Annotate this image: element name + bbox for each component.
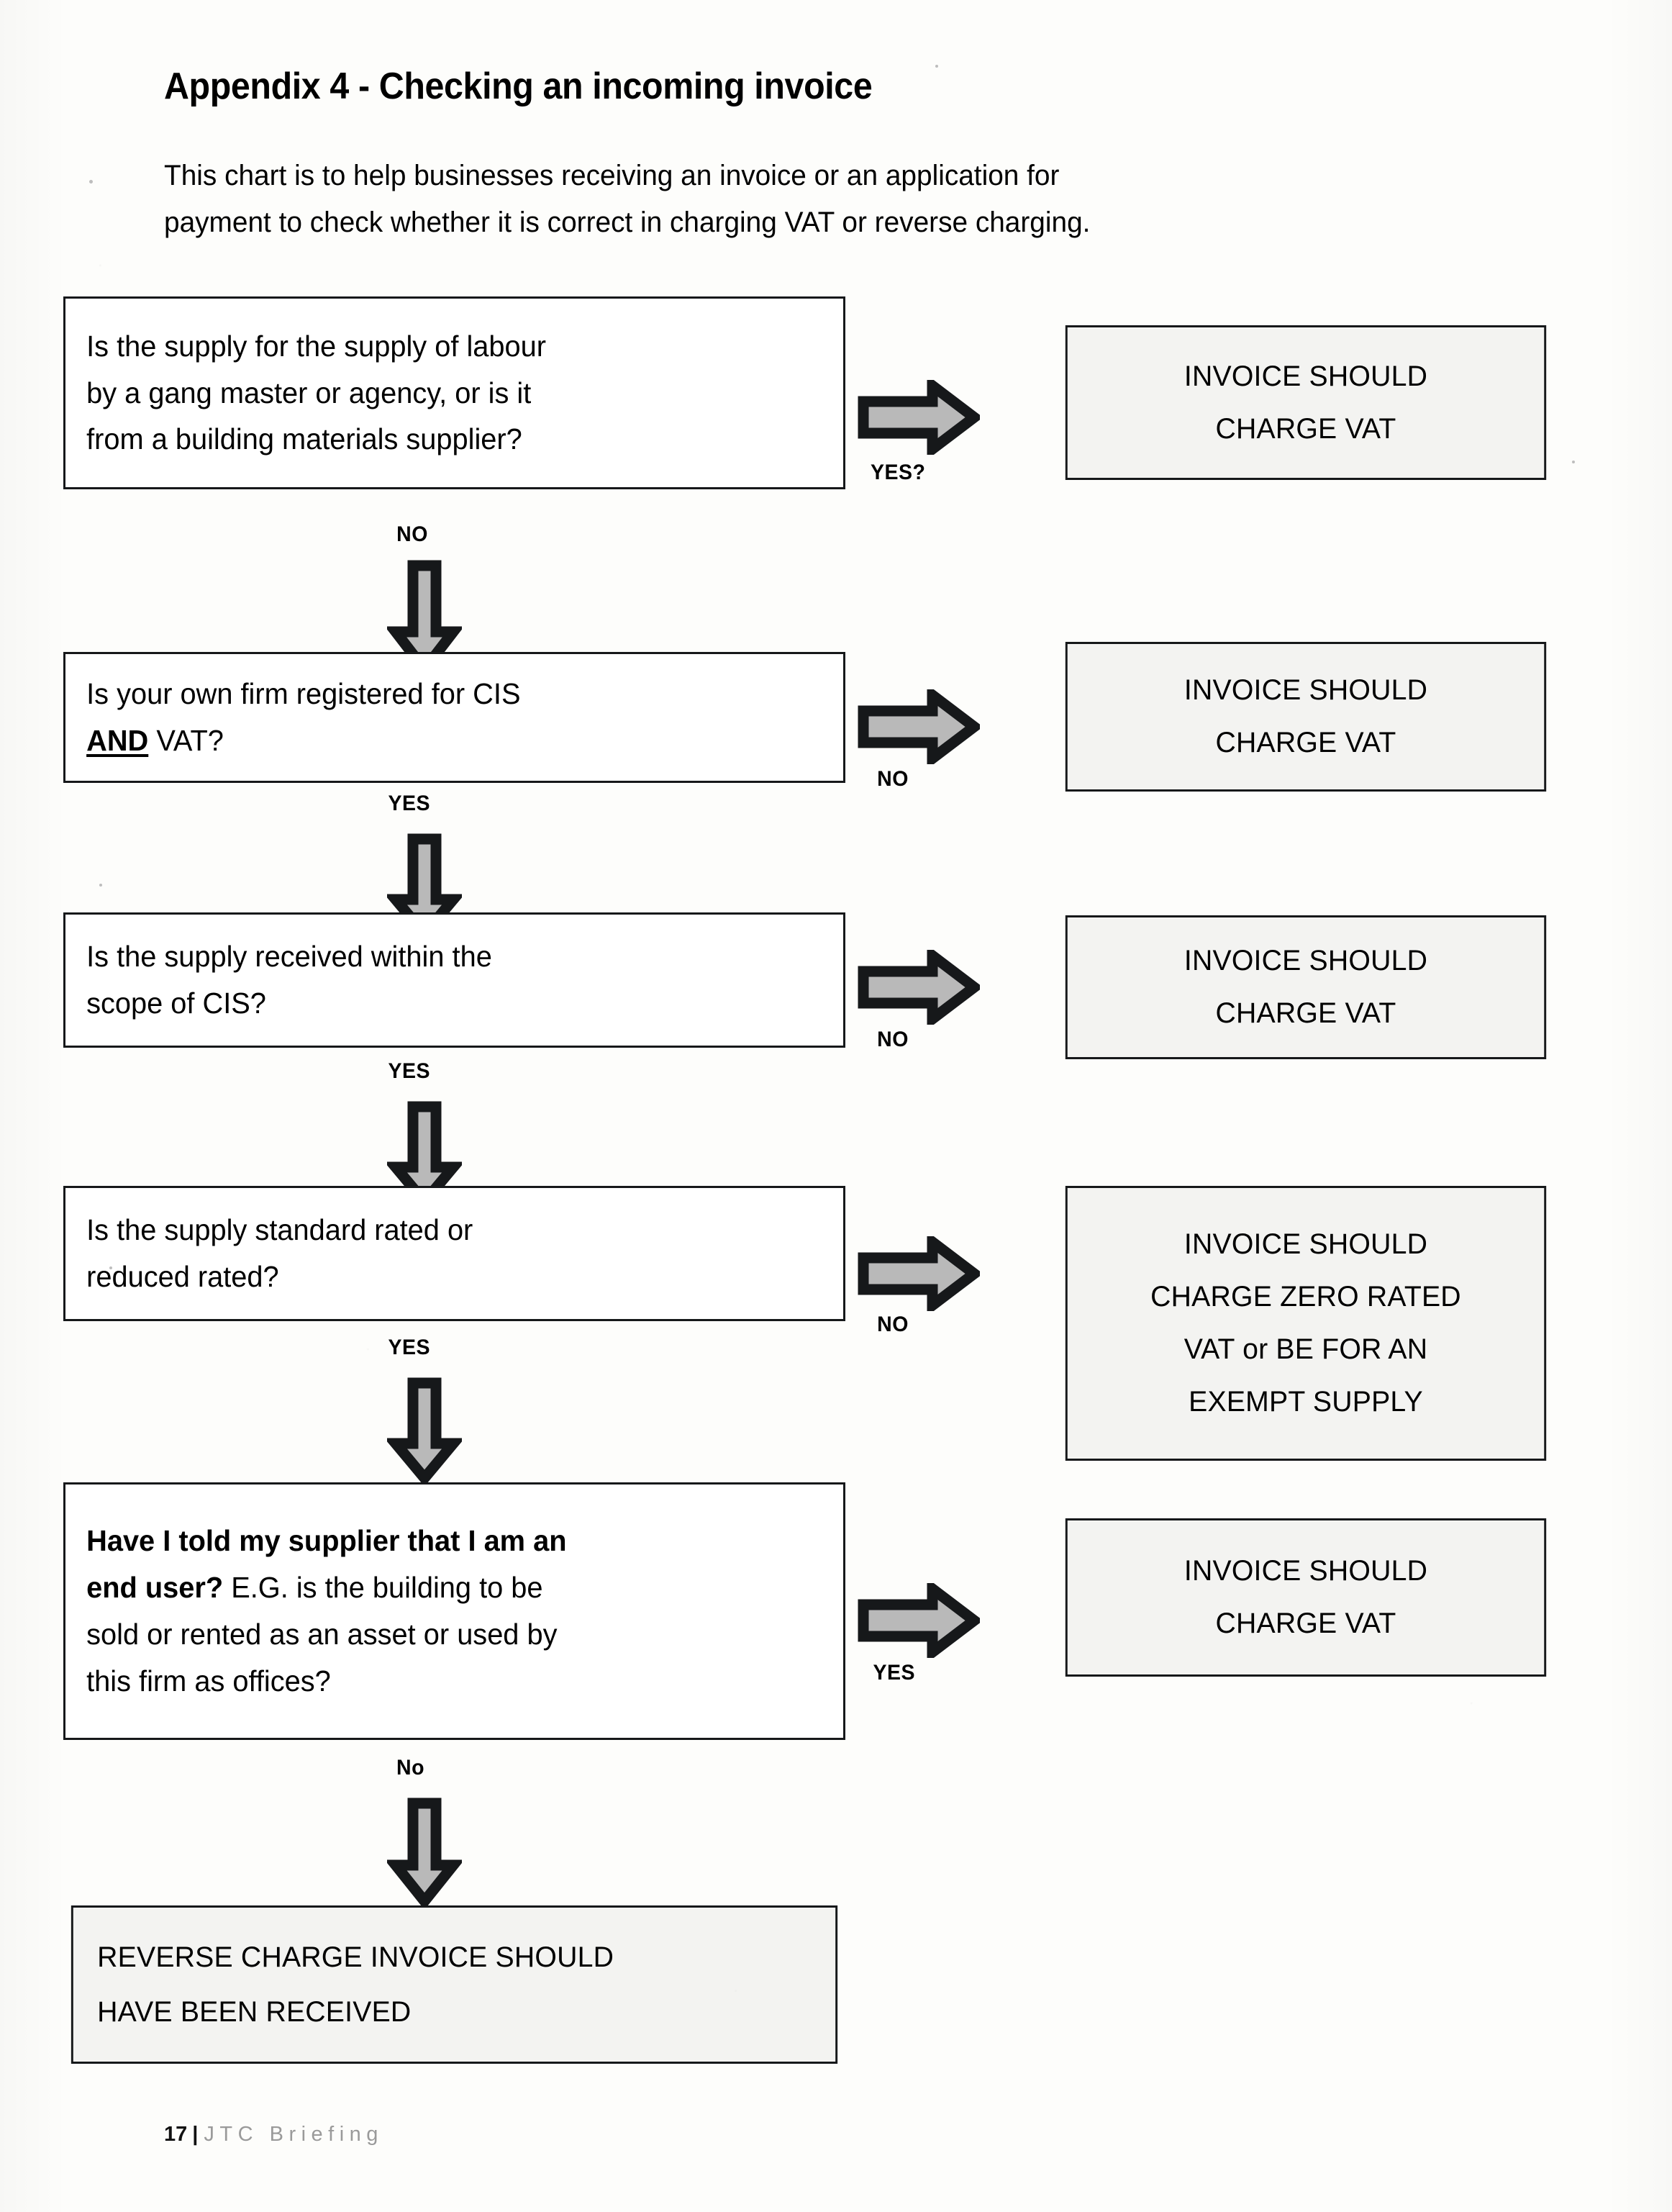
result-line-1: INVOICE SHOULD — [1183, 674, 1428, 707]
arrow-right-no-q3 — [858, 950, 980, 1025]
footer-brand: JTC Briefing — [204, 2123, 383, 2146]
question-line-3: from a building materials supplier? — [86, 422, 522, 456]
question-text: Is your own firm registered for CIS AND … — [65, 671, 820, 764]
branch-label-q4-down: YES — [388, 1336, 430, 1359]
result-line-3: VAT or BE FOR AN — [1183, 1333, 1428, 1365]
question-box-scope-of-cis: Is the supply received within the scope … — [63, 912, 845, 1048]
result-line-1: INVOICE SHOULD — [1183, 1555, 1428, 1587]
arrow-down-no-q1 — [387, 560, 462, 675]
and-emphasis: AND — [86, 724, 149, 757]
branch-label-q5-down: No — [396, 1756, 424, 1780]
arrow-right-no-q4 — [858, 1236, 980, 1311]
result-line-1: INVOICE SHOULD — [1183, 360, 1428, 392]
question-line-2: reduced rated? — [86, 1260, 279, 1293]
question-line-1: Is the supply for the supply of labour — [86, 329, 547, 363]
question-line-2: AND VAT? — [86, 717, 799, 764]
arrow-down-yes-q3 — [387, 1101, 462, 1207]
intro-paragraph: This chart is to help businesses receivi… — [164, 153, 1431, 246]
outcome-line-1: REVERSE CHARGE INVOICE SHOULD — [97, 1941, 614, 1973]
question-box-cis-and-vat: Is your own firm registered for CIS AND … — [63, 652, 845, 783]
end-user-emphasis-1: Have I told my supplier that I am an — [86, 1524, 567, 1558]
page-title: Appendix 4 - Checking an incoming invoic… — [164, 65, 873, 107]
question-box-standard-or-reduced-rated: Is the supply standard rated or reduced … — [63, 1186, 845, 1321]
end-user-emphasis-2: end user? — [86, 1571, 224, 1605]
question-text: Is the supply received within the scope … — [65, 933, 820, 1027]
branch-label-q4-right: NO — [877, 1313, 909, 1336]
branch-label-q2-down: YES — [388, 792, 430, 815]
arrow-right-yes-q5 — [858, 1583, 980, 1658]
result-box-charge-vat-2: INVOICE SHOULD CHARGE VAT — [1065, 642, 1547, 792]
intro-line-1: This chart is to help businesses receivi… — [164, 160, 1060, 191]
branch-label-q1-right: YES? — [871, 461, 926, 484]
question-line-1: Is your own firm registered for CIS — [86, 677, 521, 711]
branch-label-q3-right: NO — [877, 1028, 909, 1051]
question-box-end-user: Have I told my supplier that I am an end… — [63, 1482, 845, 1740]
branch-label-q1-down: NO — [396, 522, 428, 546]
arrow-right-no-q2 — [858, 689, 980, 764]
result-line-1: INVOICE SHOULD — [1183, 945, 1428, 977]
result-line-2: CHARGE ZERO RATED — [1150, 1281, 1461, 1313]
arrow-down-no-q5 — [387, 1798, 462, 1907]
outcome-line-2: HAVE BEEN RECEIVED — [97, 1996, 412, 2028]
outcome-box-reverse-charge: REVERSE CHARGE INVOICE SHOULD HAVE BEEN … — [71, 1905, 838, 2064]
footer-separator: | — [192, 2123, 199, 2146]
question-line-2-rest: E.G. is the building to be — [223, 1571, 543, 1605]
question-text: Is the supply for the supply of labour b… — [65, 323, 820, 463]
branch-label-q3-down: YES — [388, 1059, 430, 1083]
question-line-1: Have I told my supplier that I am an — [86, 1518, 799, 1564]
page-footer: 17 | JTC Briefing — [164, 2123, 383, 2147]
question-line-2: by a gang master or agency, or is it — [86, 376, 532, 409]
question-line-1: Is the supply standard rated or — [86, 1213, 473, 1247]
result-line-4: EXEMPT SUPPLY — [1189, 1385, 1423, 1418]
scan-speck — [99, 884, 102, 887]
question-box-labour-supply: Is the supply for the supply of labour b… — [63, 296, 845, 489]
question-line-2: scope of CIS? — [86, 987, 266, 1020]
question-line-2-rest: VAT? — [148, 724, 224, 757]
result-line-2: CHARGE VAT — [1215, 1608, 1396, 1639]
result-line-2: CHARGE VAT — [1215, 997, 1396, 1029]
branch-label-q2-right: NO — [877, 767, 909, 791]
scan-speck — [1572, 461, 1575, 463]
question-line-3: sold or rented as an asset or used by — [86, 1618, 558, 1651]
branch-label-q5-right: YES — [873, 1661, 915, 1685]
scan-speck — [89, 180, 93, 183]
question-line-4: this firm as offices? — [86, 1664, 331, 1697]
arrow-down-yes-q4 — [387, 1377, 462, 1484]
question-text: Is the supply standard rated or reduced … — [65, 1207, 820, 1300]
question-text: Have I told my supplier that I am an end… — [65, 1518, 820, 1704]
result-box-zero-rated-or-exempt: INVOICE SHOULD CHARGE ZERO RATED VAT or … — [1065, 1186, 1547, 1461]
scan-speck — [109, 1266, 112, 1269]
arrow-right-yes-q1 — [858, 380, 980, 455]
result-line-1: INVOICE SHOULD — [1183, 1228, 1428, 1261]
result-line-2: CHARGE VAT — [1215, 412, 1396, 445]
result-line-2: CHARGE VAT — [1215, 727, 1396, 758]
result-box-charge-vat-3: INVOICE SHOULD CHARGE VAT — [1065, 915, 1547, 1059]
footer-page-number: 17 — [164, 2123, 188, 2146]
scan-speck — [935, 65, 938, 68]
result-box-charge-vat-5: INVOICE SHOULD CHARGE VAT — [1065, 1518, 1547, 1677]
result-box-charge-vat-1: INVOICE SHOULD CHARGE VAT — [1065, 325, 1547, 480]
question-line-2: end user? E.G. is the building to be — [86, 1564, 799, 1611]
question-line-1: Is the supply received within the — [86, 940, 492, 974]
intro-line-2: payment to check whether it is correct i… — [164, 206, 1091, 238]
